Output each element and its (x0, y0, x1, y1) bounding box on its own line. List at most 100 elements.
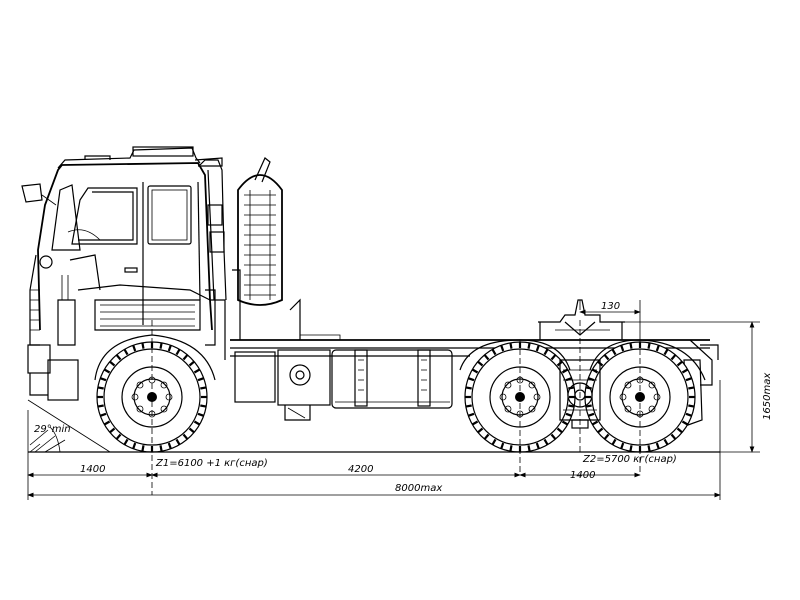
tread-block (629, 445, 633, 452)
front-overhang-dim: 1400 (80, 464, 105, 475)
tread-block (188, 427, 195, 434)
fifth-wheel-offset-dimension (579, 300, 641, 340)
tread-block (591, 420, 599, 426)
ground-line (27, 399, 720, 470)
tread-block (585, 386, 592, 390)
tread-block (471, 368, 479, 374)
tread-block (115, 354, 122, 361)
cab (21, 146, 223, 401)
tread-block (109, 360, 116, 367)
battery-box (234, 349, 331, 421)
tread-block (688, 386, 695, 390)
tread-block (465, 386, 472, 390)
tread-block (167, 442, 172, 450)
overall-length-dim: 8000max (395, 483, 442, 494)
tread-block (97, 404, 104, 408)
tread-block (603, 433, 610, 440)
tread-block (676, 360, 683, 367)
tread-block (556, 427, 563, 434)
tread-block (103, 420, 111, 426)
tread-block (159, 445, 163, 452)
tread-block (670, 433, 677, 440)
tread-block (670, 354, 677, 361)
tread-block (182, 354, 189, 361)
tread-block (568, 386, 575, 390)
tread-block (655, 344, 660, 352)
tread-block (565, 412, 573, 417)
tread-block (159, 342, 163, 349)
tread-block (483, 354, 490, 361)
height-dimension (625, 321, 760, 453)
front-wheel (94, 334, 216, 453)
tread-block (123, 348, 129, 356)
tread-block (509, 342, 513, 349)
tread-block (500, 344, 505, 352)
tread-block (175, 348, 181, 356)
tread-block (681, 368, 689, 374)
tread-block (681, 420, 689, 426)
tread-block (535, 442, 540, 450)
tread-block (685, 412, 693, 417)
tread-block (688, 404, 695, 408)
tread-block (175, 438, 181, 446)
tread-block (477, 360, 484, 367)
tread-block (629, 342, 633, 349)
tread-block (465, 404, 472, 408)
tread-block (193, 420, 201, 426)
tread-block (568, 404, 575, 408)
fifth-wheel-height-dim: 1650max (762, 373, 773, 420)
tread-block (491, 348, 497, 356)
tread-block (647, 445, 651, 452)
rear-axle-load: Z2=5700 кг(снар) (582, 454, 677, 465)
tread-block (611, 348, 617, 356)
front-axle-load: Z1=6100 +1 кг(снар) (155, 458, 268, 469)
tread-block (527, 445, 531, 452)
tread-block (543, 438, 549, 446)
tread-block (587, 412, 595, 417)
tread-block (500, 442, 505, 450)
tread-block (141, 445, 145, 452)
fuel-tank (331, 349, 453, 409)
approach-angle-label: 29°min (34, 424, 71, 435)
tread-block (99, 377, 107, 382)
tread-block (663, 438, 669, 446)
tread-block (543, 348, 549, 356)
tread-block (663, 348, 669, 356)
tread-block (97, 386, 104, 390)
tread-block (655, 442, 660, 450)
tread-block (620, 344, 625, 352)
tread-block (535, 344, 540, 352)
axle-centerlines (151, 320, 641, 495)
tread-block (167, 344, 172, 352)
tread-block (188, 360, 195, 367)
tread-block (141, 342, 145, 349)
tread-block (99, 412, 107, 417)
tread-block (197, 412, 205, 417)
tread-block (603, 354, 610, 361)
wheelbase-dim: 4200 (348, 464, 373, 475)
tread-block (200, 404, 207, 408)
tread-block (197, 377, 205, 382)
tread-block (685, 377, 693, 382)
tread-block (467, 377, 475, 382)
engine-compartment (57, 159, 227, 360)
dimension-row-2 (27, 380, 721, 500)
tread-block (115, 433, 122, 440)
tread-block (509, 445, 513, 452)
tread-block (550, 354, 557, 361)
tread-block (132, 442, 137, 450)
fifth-wheel-offset-dim: 130 (601, 301, 620, 312)
tread-block (182, 433, 189, 440)
tread-block (477, 427, 484, 434)
tire-treads (97, 342, 695, 452)
tread-block (597, 427, 604, 434)
tread-block (467, 412, 475, 417)
tread-block (471, 420, 479, 426)
tread-block (585, 404, 592, 408)
tread-block (109, 427, 116, 434)
tread-block (483, 433, 490, 440)
tread-block (550, 433, 557, 440)
tread-block (676, 427, 683, 434)
tread-block (491, 438, 497, 446)
